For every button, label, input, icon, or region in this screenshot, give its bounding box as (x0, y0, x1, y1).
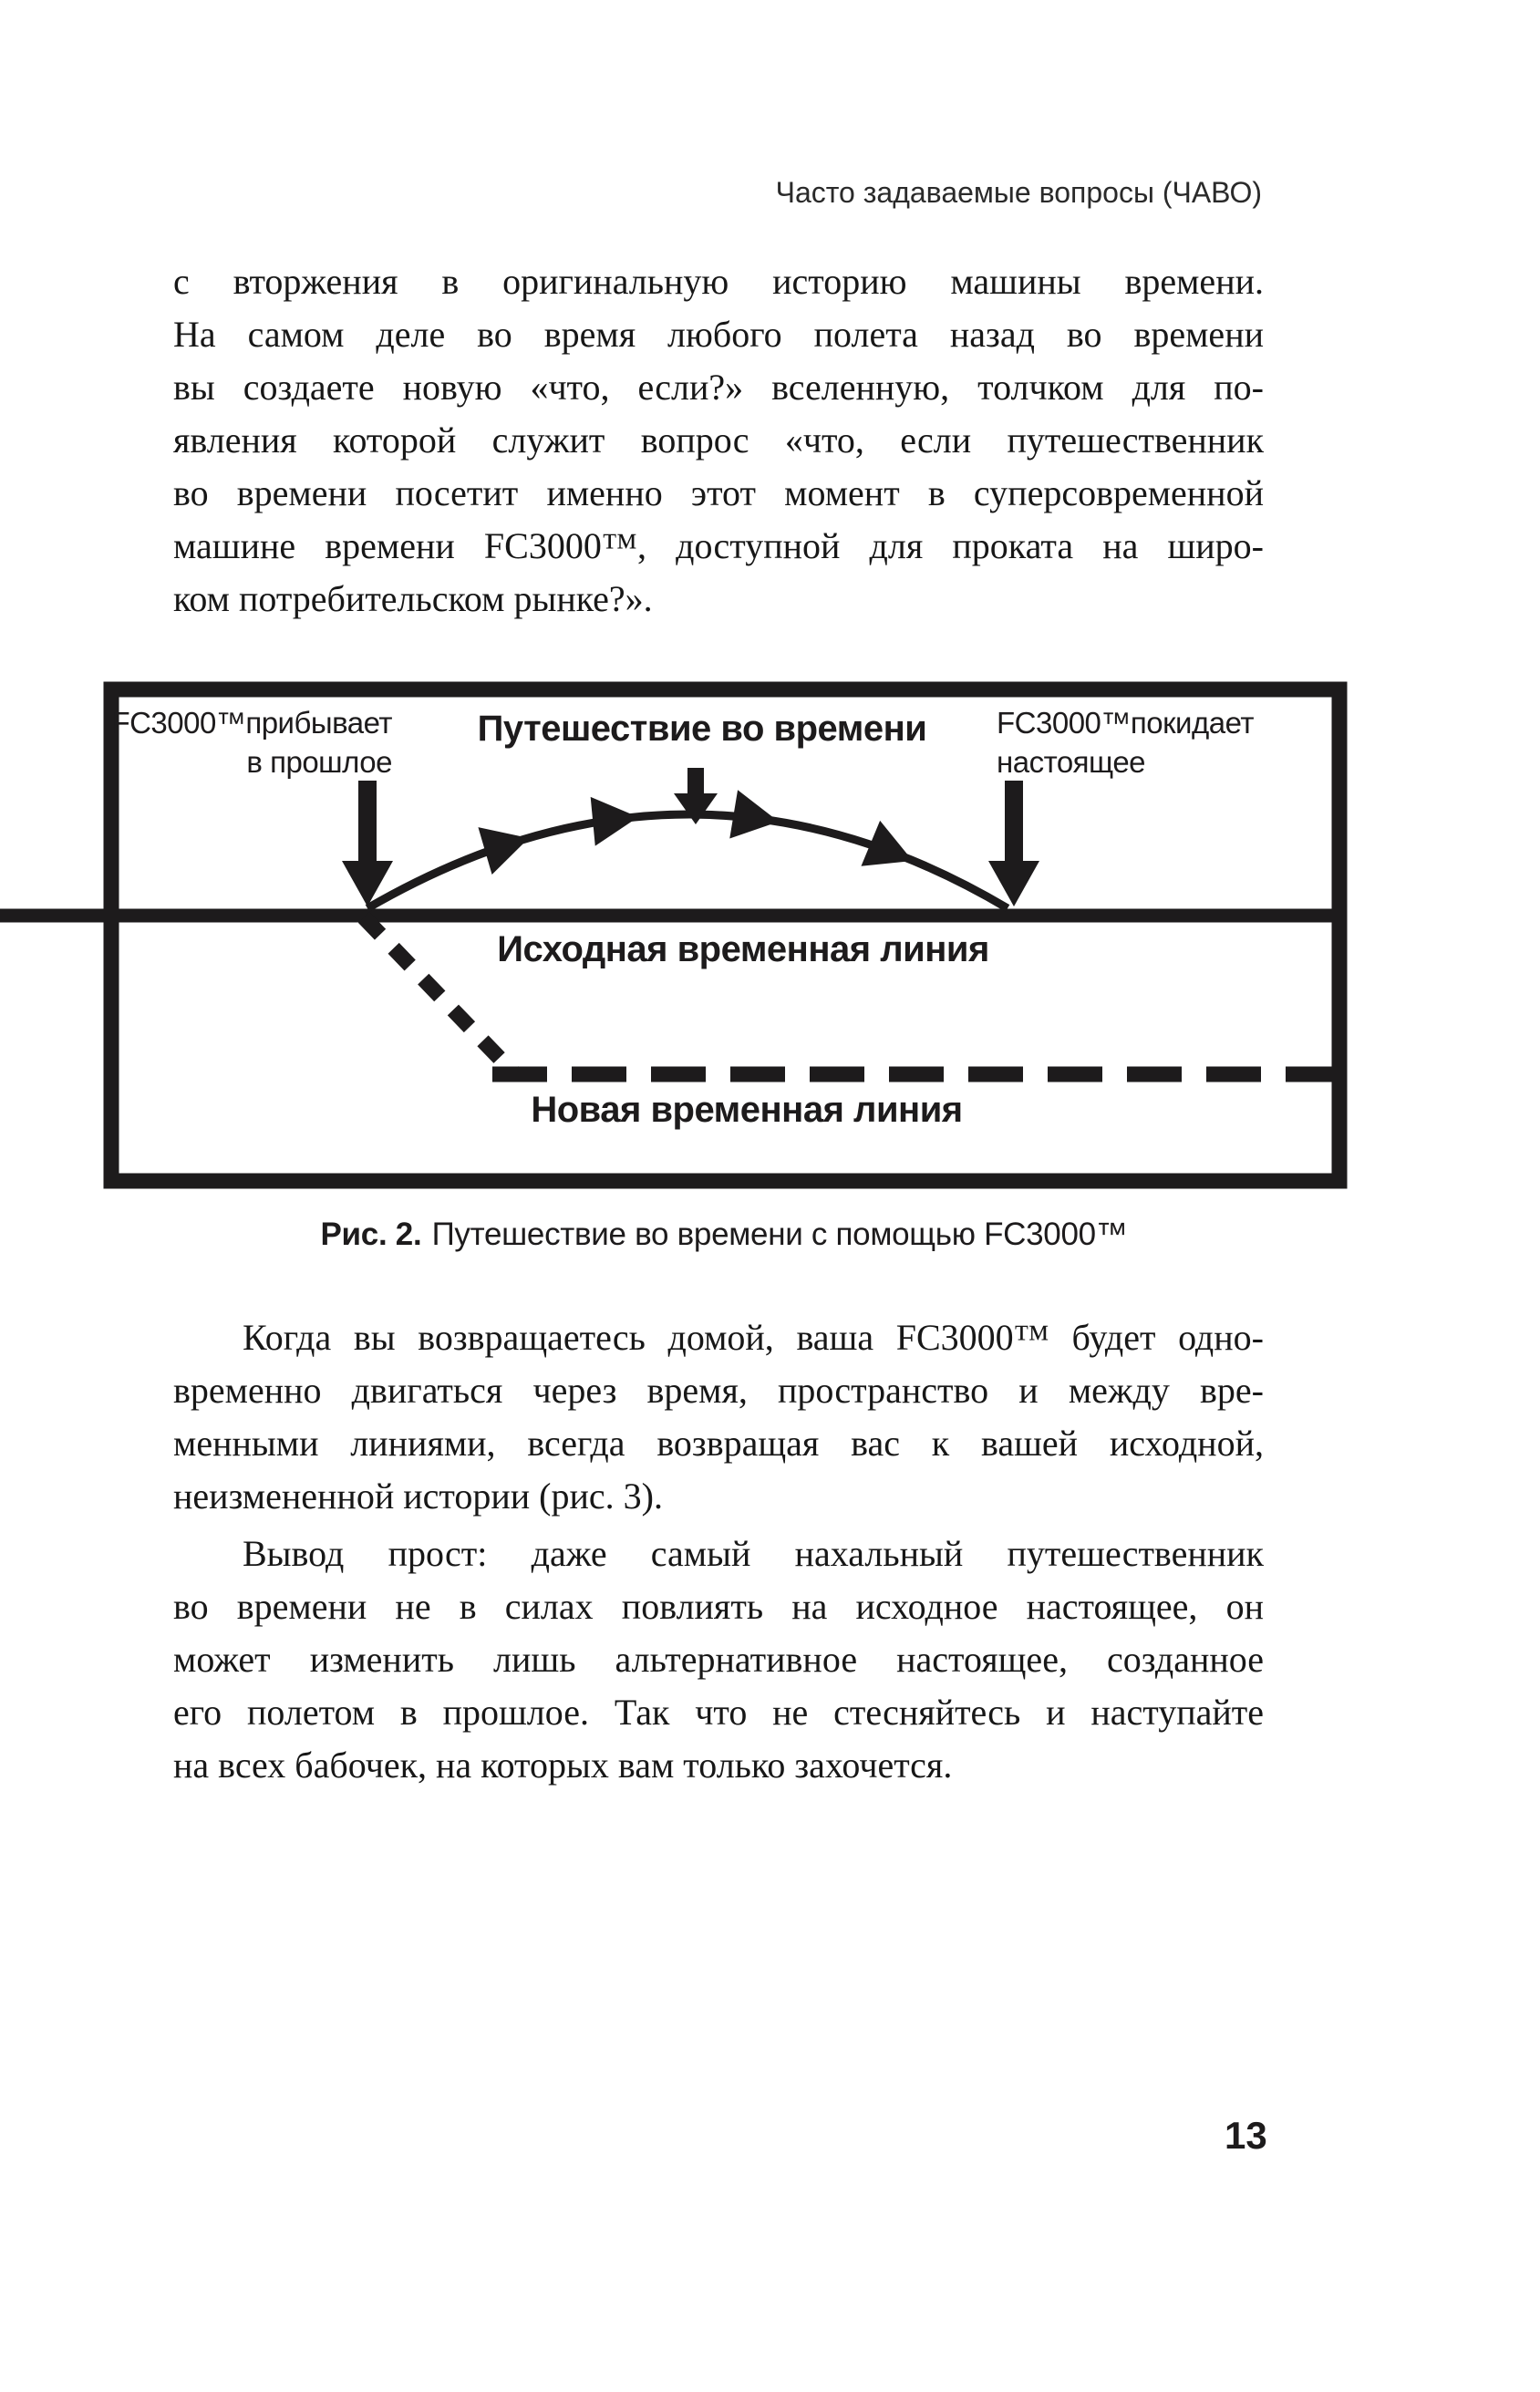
figure-label-line: настоящее (997, 745, 1146, 779)
figure-box (103, 681, 1348, 1189)
body-line: менными линиями, всегда возвращая вас к … (173, 1423, 1264, 1464)
body-line: Когда вы возвращаетесь домой, ваша FC300… (243, 1317, 1264, 1358)
body-line: его полетом в прошлое. Так что не стесня… (173, 1692, 1264, 1733)
title-pointer-arrow (674, 768, 718, 824)
body-line: на всех бабочек, на которых вам только з… (173, 1745, 953, 1786)
time-travel-arc (365, 810, 1010, 912)
original-timeline-label: Исходная временная линия (497, 929, 989, 969)
paragraph-1: с вторжения в оригинальную историю машин… (173, 255, 1264, 626)
body-line: На самом деле во время любого полета наз… (173, 314, 1264, 355)
arrive-arrow (342, 781, 393, 906)
body-line: ком потребительском рынке?». (173, 578, 653, 619)
body-line: Вывод прост: даже самый нахальный путеше… (243, 1533, 1264, 1574)
figure-label-line: FC3000™прибывает (111, 706, 392, 740)
body-line: во времени не в силах повлиять на исходн… (173, 1586, 1264, 1627)
figure-label-depart: FC3000™покидает настоящее (997, 703, 1380, 782)
paragraph-3: Вывод прост: даже самый нахальный путеше… (173, 1527, 1264, 1792)
new-timeline-label: Новая временная линия (531, 1090, 963, 1130)
arc-arrowheads (478, 790, 913, 875)
figure-diagram (0, 681, 1348, 1189)
figure-caption: Рис. 2. Путешествие во времени с помощью … (131, 1217, 1317, 1253)
page-number: 13 (1225, 2114, 1267, 2157)
new-timeline-branch-dashed (357, 912, 520, 1078)
running-header: Часто задаваемые вопросы (ЧАВО) (775, 176, 1262, 209)
body-line: временно двигаться через время, простран… (173, 1370, 1264, 1411)
figure-title: Путешествие во времени (477, 709, 927, 749)
body-line: во времени посетит именно этот момент в … (173, 472, 1264, 513)
figure-label-line: в прошлое (246, 745, 392, 779)
figure-label-arrive: FC3000™прибывает в прошлое (9, 703, 392, 782)
figure-caption-text: Путешествие во времени с помощью FC3000™ (431, 1217, 1128, 1252)
paragraph-2: Когда вы возвращаетесь домой, ваша FC300… (173, 1311, 1264, 1523)
body-line: с вторжения в оригинальную историю машин… (173, 261, 1264, 302)
body-line: явления которой служит вопрос «что, если… (173, 419, 1264, 461)
figure-label-line: FC3000™покидает (997, 706, 1254, 740)
body-line: неизмененной истории (рис. 3). (173, 1476, 663, 1517)
body-line: машине времени FC3000™, доступной для пр… (173, 525, 1264, 566)
figure-caption-number: Рис. 2. (320, 1217, 422, 1252)
body-line: может изменить лишь альтернативное насто… (173, 1639, 1264, 1680)
depart-arrow (988, 781, 1039, 906)
body-line: вы создаете новую «что, если?» вселенную… (173, 367, 1264, 408)
